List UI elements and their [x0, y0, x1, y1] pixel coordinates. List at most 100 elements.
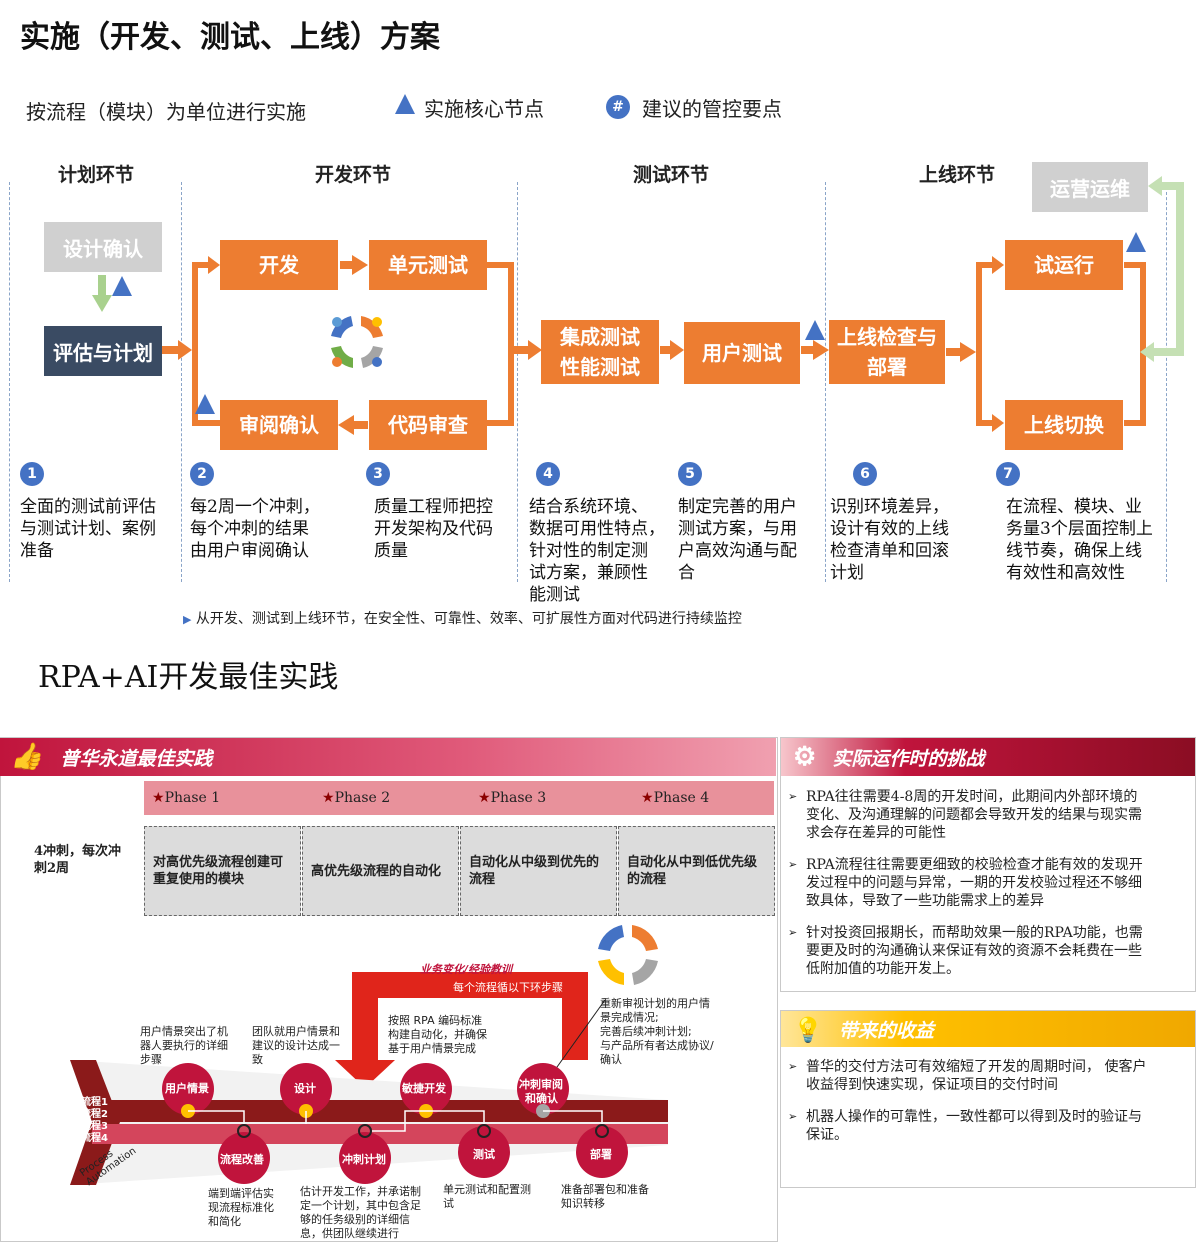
core-node-icon [395, 94, 415, 114]
phase-2: ★Phase 2 [322, 790, 391, 806]
control-point-icon: # [606, 95, 630, 119]
task-4: 自动化从中到低优先级的流程 [618, 826, 775, 916]
pwc-banner: 👍 普华永道最佳实践 [0, 738, 776, 776]
core-node-icon [1126, 232, 1146, 252]
note-design: 团队就用户情景和建议的设计达成一致 [252, 1025, 340, 1066]
core-node-icon [805, 320, 825, 340]
point-6-text: 识别环境差异，设计有效的上线检查清单和回滚计划 [830, 497, 949, 583]
point-7-number: 7 [996, 462, 1020, 486]
code-review-box: 代码审查 [369, 400, 487, 450]
phase-plan: 计划环节 [57, 164, 134, 186]
user-test-box: 用户测试 [684, 322, 800, 384]
note-process-improve: 端到端评估实现流程标准化和简化 [208, 1187, 274, 1228]
point-4-text: 结合系统环境、数据可用性特点，针对性的制定测试方案，兼顾性能测试 [529, 497, 665, 605]
phase-test: 测试环节 [632, 164, 709, 186]
flow-connectors [92, 176, 1184, 435]
benefit-item-1: 普华的交付方法可有效缩短了开发的周期时间， 使客户收益得到快速实现，保证项目的交… [788, 1058, 1188, 1094]
step-process-improve: 流程改善 [220, 1153, 264, 1166]
deploy-label-2: 部署 [867, 355, 907, 379]
review-box: 审阅确认 [220, 400, 338, 450]
point-2-text: 每2周一个冲刺，每个冲刺的结果由用户审阅确认 [190, 497, 320, 561]
step-user-story: 用户情景 [165, 1082, 209, 1095]
note-user-story: 用户情景突出了机器人要执行的详细步骤 [140, 1025, 228, 1066]
footnote: ▶ 从开发、测试到上线环节，在安全性、可靠性、效率、可扩展性方面对代码进行持续监… [183, 611, 742, 627]
step-sprint-review: 冲刺审阅 [519, 1078, 563, 1091]
divider [1166, 182, 1167, 582]
thumbs-up-icon: 👍 [10, 742, 43, 772]
ops-box: 运营运维 [1032, 162, 1148, 212]
note-sprint-review: 重新审视计划的用户情景完成情况;完善后续冲刺计划;与产品所有者达成协议/确认 [600, 997, 714, 1066]
phase-bar [144, 781, 774, 815]
step-sprint-plan: 冲刺计划 [342, 1153, 386, 1166]
pwc-panel [0, 737, 778, 1242]
core-node-icon [195, 394, 215, 414]
benefit-list: 普华的交付方法可有效缩短了开发的周期时间， 使客户收益得到快速实现，保证项目的交… [788, 1058, 1188, 1158]
note-agile-dev: 按照 RPA 编码标准构建自动化，并确保基于用户情景完成 [388, 1014, 487, 1055]
benefit-banner: 💡 带来的收益 [781, 1011, 1195, 1047]
sprint-label: 4冲刺，每次冲刺2周 [34, 844, 122, 876]
task-1: 对高优先级流程创建可重复使用的模块 [144, 826, 301, 916]
step-test: 测试 [473, 1148, 495, 1161]
bullet-icon: ▶ [183, 613, 192, 626]
integration-test-box: 集成测试 性能测试 [541, 320, 659, 384]
note-deploy: 准备部署包和准备知识转移 [561, 1183, 649, 1210]
step-design: 设计 [294, 1082, 316, 1095]
integration-test-label: 集成测试 [560, 325, 640, 349]
challenge-banner: ⚙ 实际运作时的挑战 [781, 738, 1195, 776]
dev-box: 开发 [220, 240, 338, 290]
challenge-list: RPA往往需要4-8周的开发时间，此期间内外部环境的变化、及沟通理解的问题都会导… [788, 788, 1188, 992]
divider [825, 182, 826, 582]
point-5-text: 制定完善的用户测试方案，与用户高效沟通与配合 [678, 497, 797, 583]
deploy-box: 上线检查与 部署 [829, 320, 945, 384]
note-test: 单元测试和配置测试 [443, 1183, 531, 1210]
unit-test-box: 单元测试 [369, 240, 487, 290]
phase-dev: 开发环节 [314, 164, 391, 186]
challenge-panel [780, 737, 1196, 992]
point-7-text: 在流程、模块、业务量3个层面控制上线节奏，确保上线有效性和高效性 [1006, 497, 1153, 583]
divider [517, 182, 518, 582]
point-5-number: 5 [678, 462, 702, 486]
point-1-text: 全面的测试前评估与测试计划、案例准备 [20, 497, 156, 561]
loop-label: 每个流程循以下环步骤 [453, 981, 563, 994]
point-3-number: 3 [366, 462, 390, 486]
benefit-panel [780, 1010, 1196, 1188]
divider [181, 182, 182, 582]
point-4-number: 4 [536, 462, 560, 486]
trial-run-box: 试运行 [1005, 240, 1123, 290]
challenge-item-1: RPA往往需要4-8周的开发时间，此期间内外部环境的变化、及沟通理解的问题都会导… [788, 788, 1188, 842]
step-confirm: 和确认 [525, 1092, 558, 1105]
core-node-icon [112, 276, 132, 296]
task-3: 自动化从中级到优先的流程 [460, 826, 617, 916]
plan-box: 评估与计划 [44, 326, 162, 376]
step-agile-dev: 敏捷开发 [402, 1082, 446, 1095]
cutover-box: 上线切换 [1005, 400, 1123, 450]
process-graphic [70, 925, 668, 1185]
legend-core: 实施核心节点 [424, 97, 544, 121]
phase-3: ★Phase 3 [478, 790, 547, 806]
page-title: 实施（开发、测试、上线）方案 [20, 20, 440, 55]
challenge-item-3: 针对投资回报期长，而帮助效果一般的RPA功能，也需要更及时的沟通确认来保证有效的… [788, 924, 1188, 978]
note-sprint-plan: 估计开发工作，并承诺制定一个计划，其中包含足够的任务级别的详细信息，供团队继续进… [300, 1185, 421, 1240]
legend-control: 建议的管控要点 [642, 97, 782, 121]
point-1-number: 1 [20, 462, 44, 486]
gear-icon: ⚙ [793, 742, 817, 772]
step-deploy: 部署 [590, 1148, 612, 1161]
design-confirm-box: 设计确认 [44, 222, 162, 272]
legend-module: 按流程（模块）为单位进行实施 [26, 100, 306, 124]
section-title: RPA+AI开发最佳实践 [38, 660, 339, 695]
phase-4: ★Phase 4 [641, 790, 710, 806]
point-3-text: 质量工程师把控开发架构及代码质量 [374, 497, 493, 561]
change-label: 业务变化/经验教训 [420, 963, 513, 976]
phase-1: ★Phase 1 [152, 790, 221, 806]
divider [9, 182, 10, 582]
task-2: 高优先级流程的自动化 [302, 826, 459, 916]
challenge-item-2: RPA流程往往需要更细致的校验检查才能有效的发现开发过程中的问题与异常，一期的开… [788, 856, 1188, 910]
point-2-number: 2 [190, 462, 214, 486]
point-6-number: 6 [853, 462, 877, 486]
deploy-label-1: 上线检查与 [837, 325, 937, 349]
lightbulb-icon: 💡 [793, 1014, 823, 1044]
phase-launch: 上线环节 [918, 164, 995, 186]
performance-test-label: 性能测试 [560, 355, 640, 379]
